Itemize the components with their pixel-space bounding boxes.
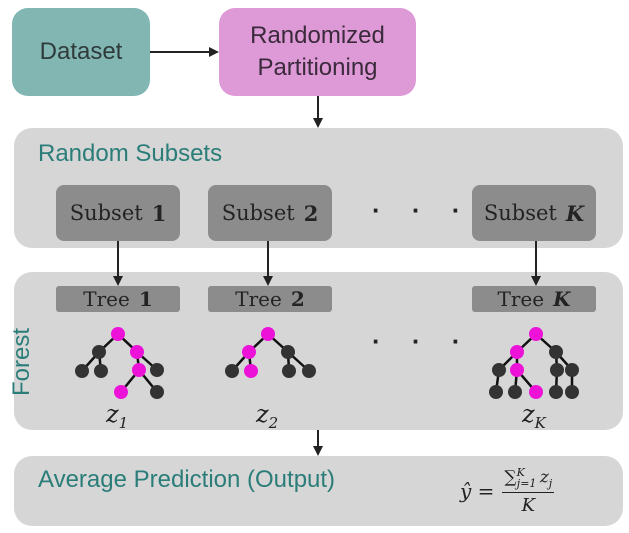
- tree-output-k: zK: [522, 400, 546, 432]
- randomized-partitioning-box: Randomized Partitioning: [219, 8, 416, 96]
- subset-index: K: [565, 200, 585, 226]
- tree-label-1: Tree 1: [56, 286, 180, 312]
- trees-ellipsis: · · ·: [372, 326, 473, 356]
- output-panel: [14, 456, 623, 526]
- tree-output-2: z2: [256, 400, 279, 432]
- formula-fraction: ∑Kj=1 zj K: [502, 466, 555, 517]
- formula-numerator: ∑Kj=1 zj: [502, 466, 555, 494]
- average-prediction-title: Average Prediction (Output): [38, 466, 336, 493]
- subset-box-k: Subset K: [472, 185, 596, 241]
- random-subsets-title: Random Subsets: [38, 140, 223, 167]
- subset-label: Subset: [483, 201, 557, 225]
- tree-label-text: Tree: [497, 287, 545, 311]
- tree-label-text: Tree: [83, 287, 130, 311]
- dataset-label: Dataset: [39, 38, 123, 65]
- tree-index: 2: [290, 287, 305, 311]
- subset-label: Subset: [69, 201, 143, 225]
- formula-denominator: K: [521, 495, 536, 517]
- dataset-box: Dataset: [12, 8, 150, 96]
- tree-k-graph: [489, 327, 579, 399]
- subset-index: 1: [151, 200, 167, 226]
- tree-label-2: Tree 2: [208, 286, 332, 312]
- tree-output-1: z1: [106, 400, 129, 432]
- average-formula: ŷ = ∑Kj=1 zj K: [460, 466, 555, 517]
- formula-lhs: ŷ =: [460, 479, 495, 504]
- tree-2-graph: [225, 327, 316, 378]
- tree-label-text: Tree: [235, 287, 282, 311]
- randomized-partitioning-label: Randomized Partitioning: [250, 22, 385, 81]
- subset-box-1: Subset 1: [56, 185, 180, 241]
- tree-index: K: [553, 287, 571, 311]
- tree-label-k: Tree K: [472, 286, 596, 312]
- subset-box-2: Subset 2: [208, 185, 332, 241]
- subsets-ellipsis: · · ·: [372, 195, 473, 225]
- tree-1-graph: [75, 327, 164, 399]
- tree-index: 1: [138, 287, 153, 311]
- subset-index: 2: [303, 200, 319, 226]
- subset-label: Subset: [221, 201, 295, 225]
